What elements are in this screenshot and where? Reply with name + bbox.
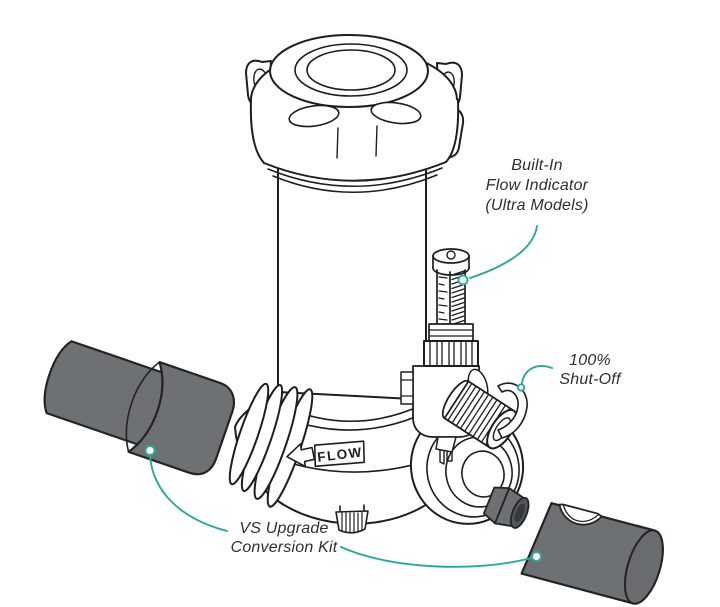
leader-flow-indicator — [469, 225, 538, 279]
leader-endpoint-circle — [516, 383, 526, 392]
callout-line: VS Upgrade — [239, 520, 329, 537]
callout-line: (Ultra Models) — [485, 197, 589, 214]
flow-label-text: FLOW — [316, 444, 363, 464]
leader-endpoint-circle — [531, 551, 542, 562]
knob-clip — [497, 382, 528, 439]
lid-cap — [245, 34, 465, 193]
drain-plug — [335, 504, 369, 534]
flow-indicator — [423, 248, 479, 367]
inlet-pipe — [43, 340, 236, 476]
callout-line: Conversion Kit — [230, 539, 338, 556]
leader-endpoint-circle — [457, 274, 469, 286]
callout-flow-indicator: Built-In Flow Indicator (Ultra Models) — [447, 156, 627, 216]
callout-shut-off: 100% Shut-Off — [545, 351, 635, 389]
return-pipe — [520, 502, 664, 605]
leader-kit-right — [340, 546, 532, 568]
flow-arrow-icon — [286, 443, 316, 468]
leader-kit-left — [149, 455, 228, 532]
leader-shut-off — [521, 365, 553, 384]
outlet-stub — [482, 486, 530, 529]
callout-line: Shut-Off — [559, 371, 621, 388]
callout-line: Built-In — [511, 157, 563, 174]
callout-line: 100% — [569, 352, 611, 369]
callout-conversion-kit: VS Upgrade Conversion Kit — [190, 519, 378, 557]
annotation-leaders — [144, 225, 553, 568]
pipe-saddle — [127, 360, 236, 476]
shutoff-knob — [441, 368, 528, 450]
leader-endpoint-circle — [144, 445, 156, 456]
left-union-nut — [228, 382, 314, 508]
flow-direction-label: FLOW — [286, 440, 365, 468]
canister-body — [277, 151, 427, 395]
callout-line: Flow Indicator — [485, 177, 589, 194]
